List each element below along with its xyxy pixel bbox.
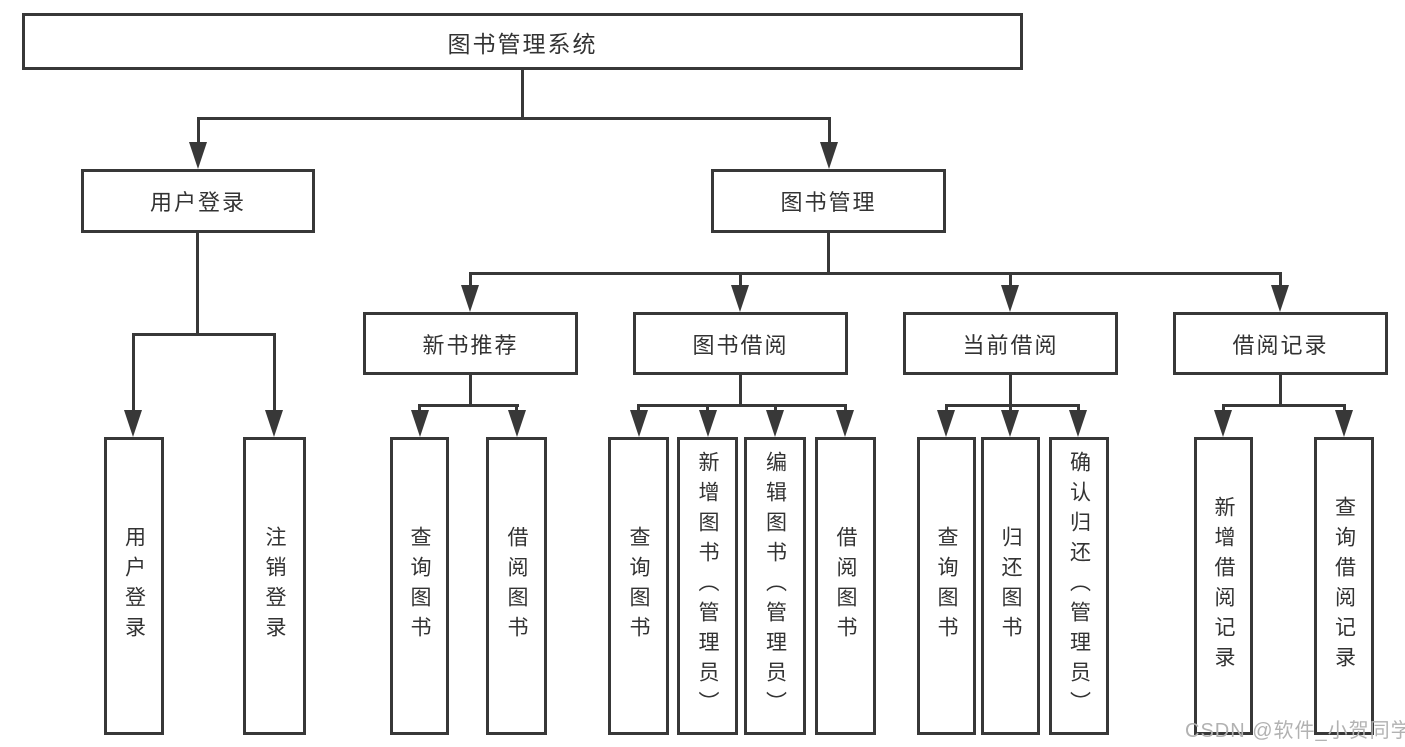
node-current-borrow: 当前借阅 [903,312,1118,375]
leaf-search-book: 查询图书 [917,437,976,735]
leaf-label: 用户登录 [122,526,146,646]
leaf-logout: 注销登录 [243,437,306,735]
connector-drop [739,272,742,286]
connector-drop [1279,272,1282,286]
connector-drop [515,404,518,412]
connector-group-bar [637,404,847,407]
connector-drop [197,117,200,144]
leaf-add-borrow-record: 新增借阅记录 [1194,437,1253,735]
connector-drop [1077,404,1080,412]
leaf-borrow-book: 借阅图书 [486,437,547,735]
connector-drop [273,333,276,411]
leaf-label: 借阅图书 [505,526,528,646]
connector-drop [469,272,472,286]
connector-drop [774,404,777,412]
arrow-down-icon [461,285,479,312]
leaf-search-book: 查询图书 [390,437,449,735]
connector-drop [132,333,135,411]
arrow-down-icon [1271,285,1289,312]
node-label: 用户登录 [149,190,246,215]
node-label: 图书管理系统 [447,30,598,57]
connector-drop [844,404,847,412]
arrow-down-icon [124,410,142,437]
arrow-down-icon [820,142,838,169]
arrow-down-icon [630,410,648,437]
leaf-label: 注销登录 [263,526,286,646]
node-book-borrow: 图书借阅 [633,312,848,375]
connector-drop [828,117,831,144]
arrow-down-icon [731,285,749,312]
connector-group-stem [1009,375,1012,407]
arrow-down-icon [411,410,429,437]
connector-drop [1009,404,1012,412]
arrow-down-icon [836,410,854,437]
connector-drop [1009,272,1012,286]
arrow-down-icon [1335,410,1353,437]
connector-group-bar [945,404,1080,407]
node-label: 图书借阅 [692,332,789,358]
connector-root-stem [521,70,524,120]
arrow-down-icon [189,142,207,169]
leaf-edit-book-admin: 编辑图书（管理员） [744,437,806,735]
connector-user-login-bar [132,333,276,336]
leaf-label: 借阅图书 [834,526,857,646]
node-label: 借阅记录 [1232,332,1329,358]
connector-group-stem [739,375,742,407]
leaf-add-book-admin: 新增图书（管理员） [677,437,738,735]
connector-user-login-stem [196,233,199,336]
leaf-label: 编辑图书（管理员） [763,451,787,721]
leaf-search-book: 查询图书 [608,437,669,735]
connector-drop [637,404,640,412]
leaf-label: 新增图书（管理员） [696,451,719,721]
leaf-search-borrow-record: 查询借阅记录 [1314,437,1374,735]
leaf-return-book: 归还图书 [981,437,1040,735]
leaf-label: 查询借阅记录 [1332,496,1356,676]
connector-drop [1222,404,1225,412]
arrow-down-icon [1214,410,1232,437]
node-label: 新书推荐 [422,332,519,358]
node-borrow-records: 借阅记录 [1173,312,1388,375]
connector-book-mgmt-stem [827,233,830,275]
connector-group-stem [469,375,472,407]
node-new-book-recommend: 新书推荐 [363,312,578,375]
connector-group-bar [418,404,519,407]
arrow-down-icon [766,410,784,437]
arrow-down-icon [1001,285,1019,312]
arrow-down-icon [1069,410,1087,437]
node-label: 当前借阅 [962,332,1059,358]
leaf-label: 归还图书 [999,526,1022,646]
connector-group-stem [1279,375,1282,407]
connector-drop [418,404,421,412]
leaf-borrow-book: 借阅图书 [815,437,876,735]
node-library-system: 图书管理系统 [22,13,1023,70]
leaf-label: 查询图书 [627,526,650,646]
arrow-down-icon [699,410,717,437]
connector-drop [706,404,709,412]
arrow-down-icon [508,410,526,437]
leaf-user-login: 用户登录 [104,437,164,735]
node-label: 图书管理 [780,190,877,215]
arrow-down-icon [1001,410,1019,437]
connector-level3-bar [469,272,1282,275]
node-book-management: 图书管理 [711,169,946,233]
connector-group-bar [1222,404,1346,407]
leaf-label: 确认归还（管理员） [1067,451,1091,721]
leaf-confirm-return-admin: 确认归还（管理员） [1049,437,1109,735]
connector-drop [945,404,948,412]
node-user-login: 用户登录 [81,169,315,233]
connector-drop [1343,404,1346,412]
leaf-label: 查询图书 [935,526,958,646]
leaf-label: 查询图书 [408,526,431,646]
csdn-watermark: CSDN @软件_小贺同学 [1185,720,1405,742]
arrow-down-icon [265,410,283,437]
leaf-label: 新增借阅记录 [1212,496,1235,676]
connector-level2-bar [197,117,831,120]
arrow-down-icon [937,410,955,437]
